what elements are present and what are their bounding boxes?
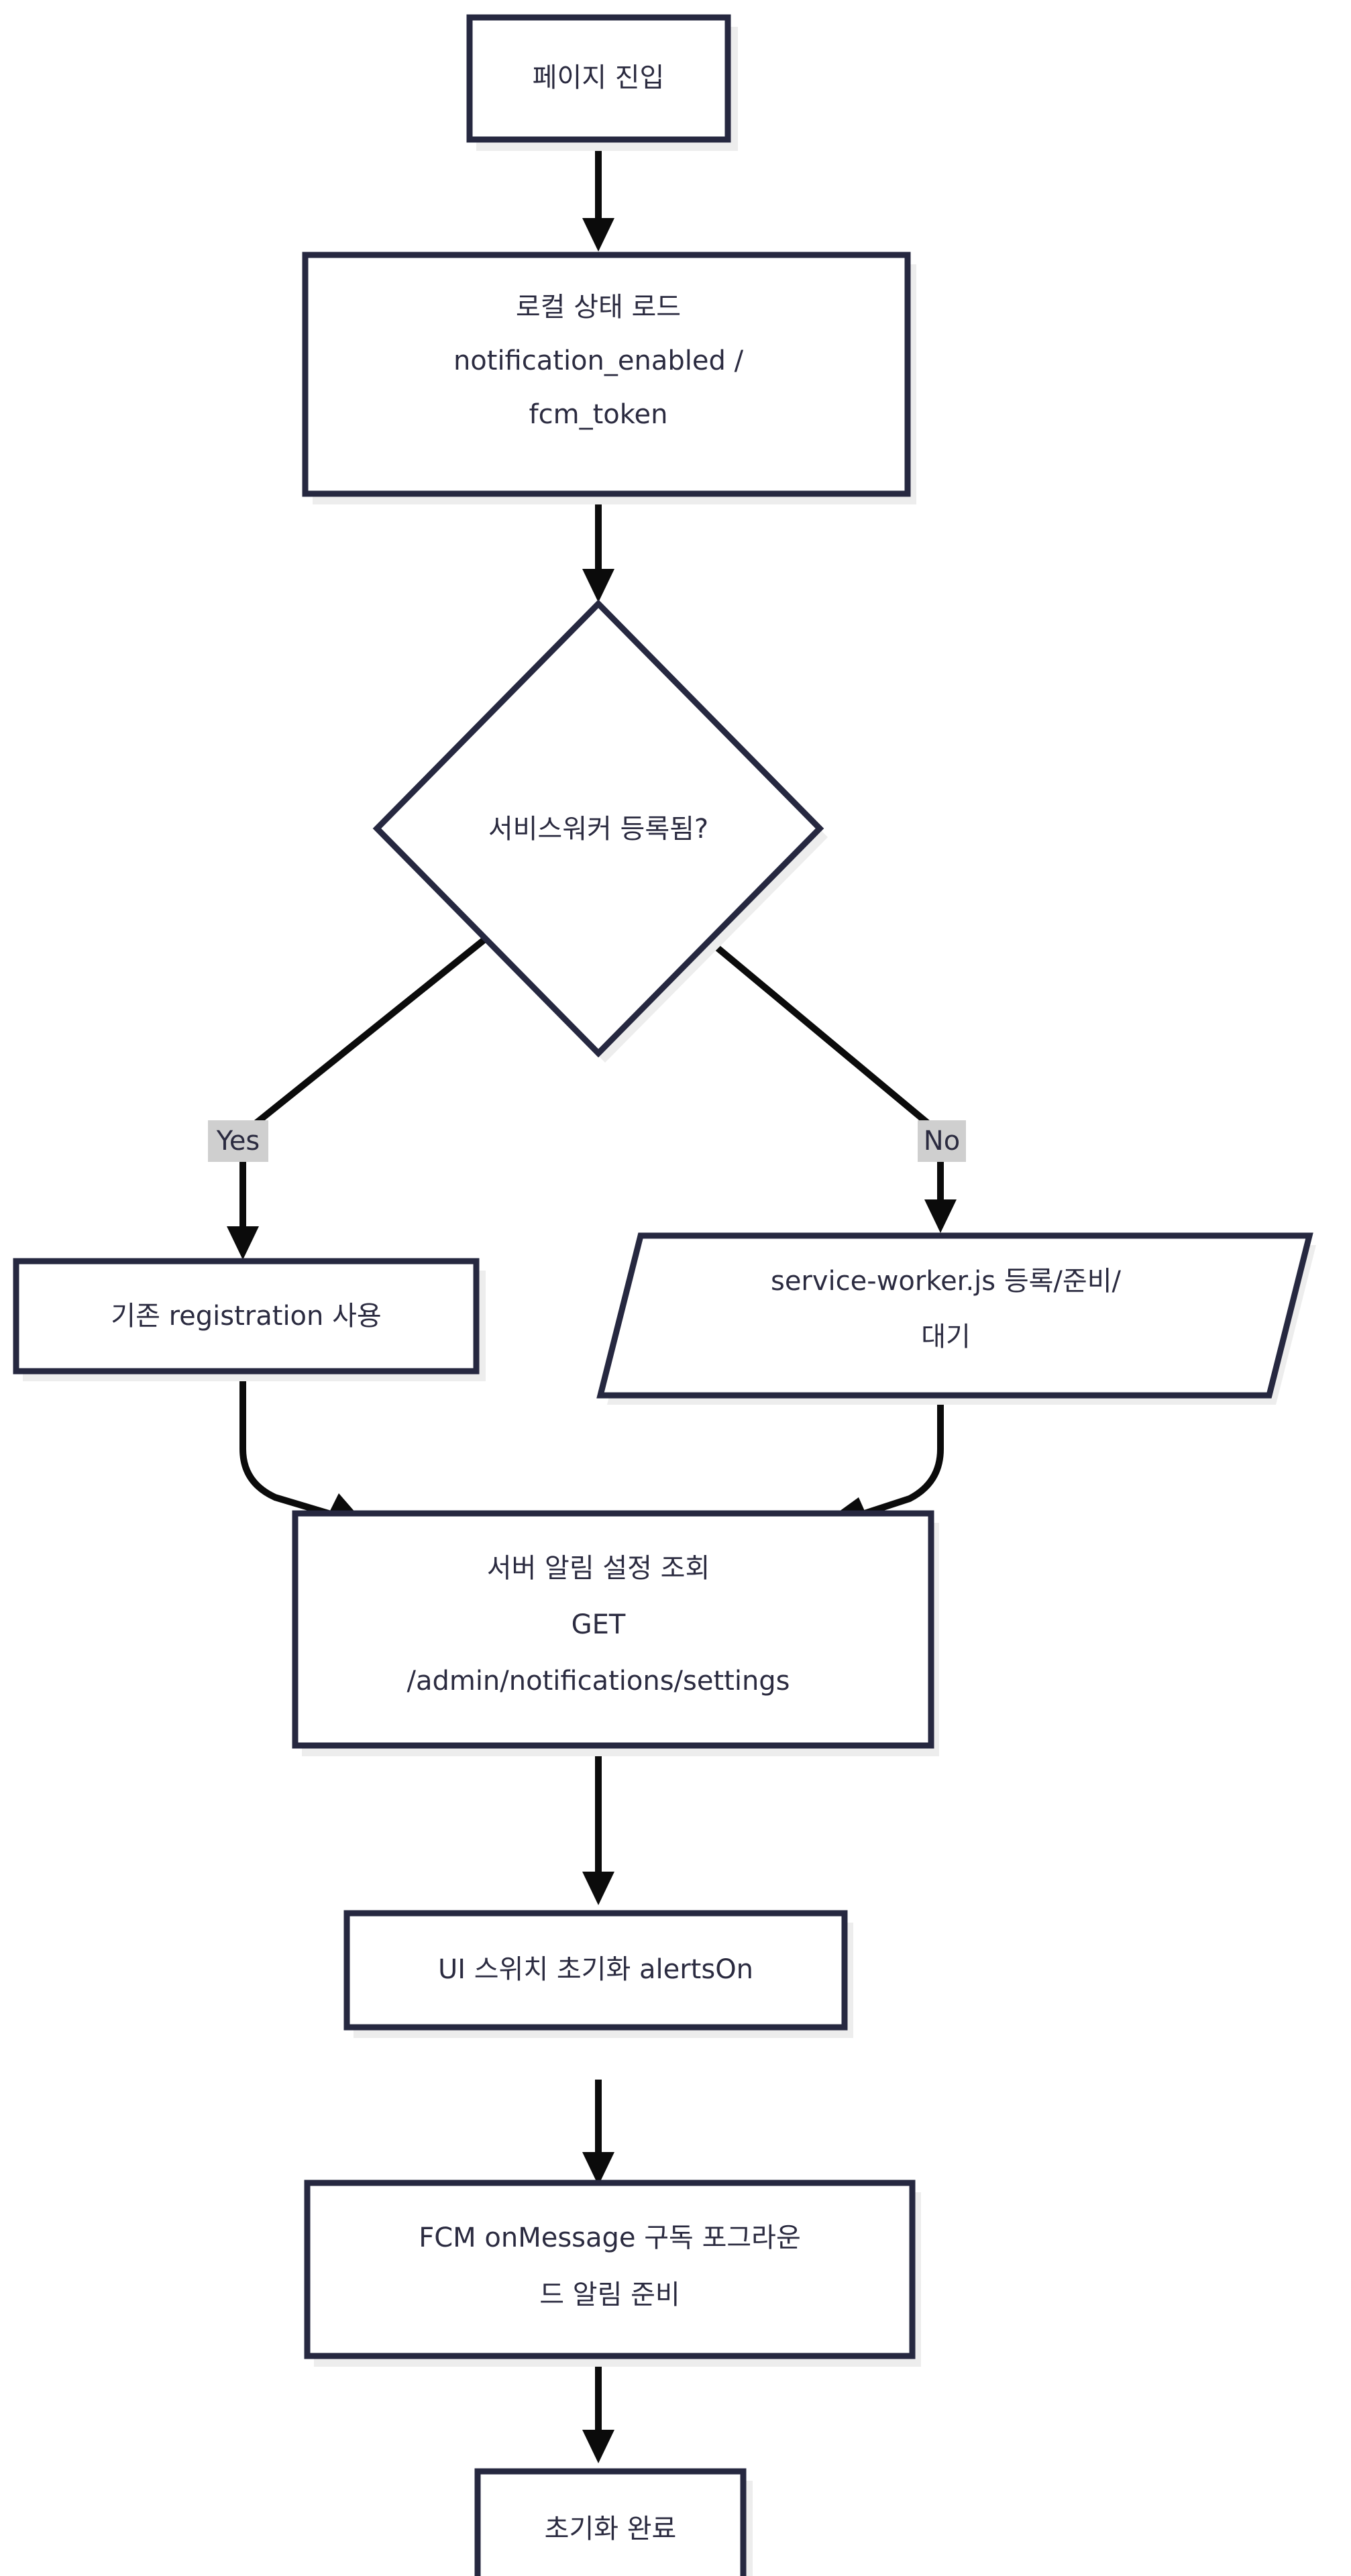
edge-fetch-server-settings-to-init-ui-switch [582,1750,614,1905]
node-box [474,2468,747,2576]
edge-register-service-worker-to-fetch-server-settings [820,1399,944,1525]
arrowhead-icon [582,2430,614,2463]
edge-init-ui-switch-to-fcm-onmessage [582,2080,614,2186]
arrowhead-icon [582,569,614,602]
node-box [343,1910,848,2031]
node-box [466,14,731,143]
arrowhead-icon [582,218,614,252]
edge-decision-to-use-existing-registration [227,936,488,1260]
edge-line [843,1399,944,1523]
node-box [292,1510,934,1749]
node-init-ui-switch[interactable]: UI 스위치 초기화 alertsOn [343,1910,853,2038]
edge-decision-to-register-service-worker [704,936,957,1233]
node-label: 페이지 진입 [533,62,665,93]
node-box [302,252,911,497]
node-label: UI 스위치 초기화 alertsOn [438,1954,753,1985]
edge-line [240,936,488,1136]
node-label-line-2: notification_enabled / [453,345,744,376]
edge-label-background [208,1120,268,1162]
node-label-line-2: GET [572,1609,626,1640]
node-label: 서비스워커 등록됨? [488,814,708,845]
arrowhead-icon [582,2152,614,2186]
node-label-line-3: /admin/notifications/settings [407,1666,790,1697]
node-fcm-onmessage[interactable]: FCM onMessage 구독 포그라운 드 알림 준비 [304,2180,921,2367]
node-fetch-server-settings[interactable]: 서버 알림 설정 조회 GET /admin/notifications/set… [292,1510,939,1756]
node-label-line-1: service-worker.js 등록/준비/ [771,1266,1122,1297]
edge-line [239,1374,343,1521]
arrowhead-icon [924,1199,957,1233]
node-load-local-state[interactable]: 로컬 상태 로드 notification_enabled / fcm_toke… [302,252,916,504]
node-sw-registered-decision[interactable]: 서비스워커 등록됨? [372,599,828,1063]
node-start[interactable]: 페이지 진입 [466,14,738,151]
node-box [13,1258,480,1375]
node-label-line-1: FCM onMessage 구독 포그라운 [419,2222,801,2253]
edge-label-background [918,1120,966,1162]
arrowhead-icon [582,1872,614,1905]
edge-label-yes: Yes [208,1120,268,1162]
edge-fcm-onmessage-to-init-complete [582,2360,614,2463]
node-label-line-2: 드 알림 준비 [539,2279,680,2310]
edge-start-to-load-local-state [582,140,614,252]
node-label-line-2: 대기 [921,1322,971,1352]
edge-load-local-state-to-decision [582,495,614,602]
node-init-complete[interactable]: 초기화 완료 [474,2468,753,2576]
node-parallelogram [596,1232,1313,1399]
edge-label-text: No [924,1126,960,1157]
node-label-line-1: 서버 알림 설정 조회 [487,1553,710,1584]
edge-label-text: Yes [216,1126,260,1157]
node-register-service-worker[interactable]: service-worker.js 등록/준비/ 대기 [596,1232,1316,1405]
node-label: 초기화 완료 [545,2514,677,2544]
edge-use-existing-registration-to-fetch-server-settings [239,1374,366,1524]
arrowhead-icon [227,1226,259,1260]
node-label: 기존 registration 사용 [111,1301,381,1332]
node-label-line-1: 로컬 상태 로드 [516,292,681,323]
edge-line [704,936,943,1136]
node-label-line-3: fcm_token [529,399,668,430]
node-use-existing-registration[interactable]: 기존 registration 사용 [13,1258,486,1381]
node-box [304,2180,916,2359]
node-diamond [372,599,824,1058]
edge-label-no: No [918,1120,966,1162]
